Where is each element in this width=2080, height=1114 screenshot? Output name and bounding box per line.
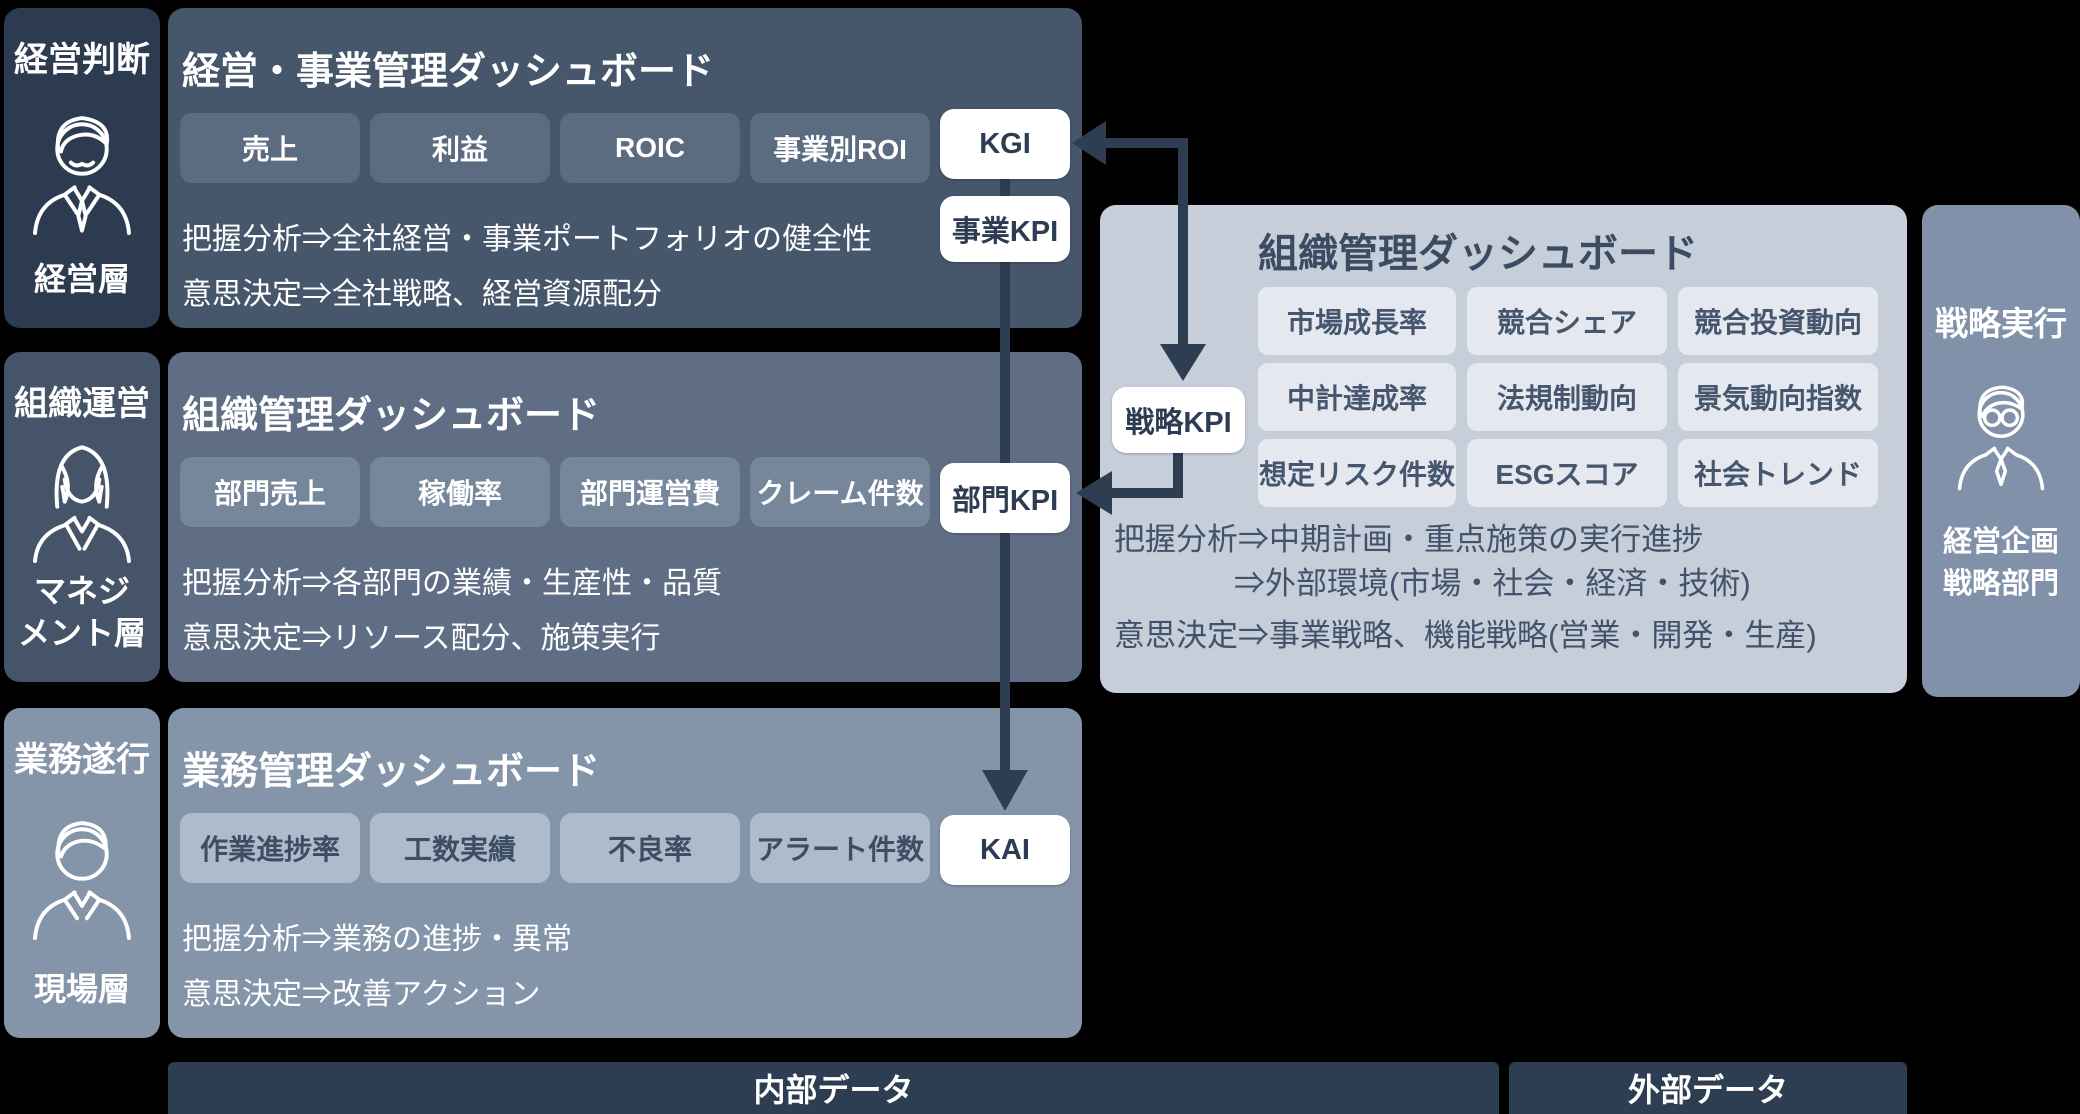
metric-chip: クレーム件数 xyxy=(750,457,930,527)
internal-data-bar: 内部データ xyxy=(168,1062,1499,1114)
stage-block-organization-operation: 組織運営 マネジ メント層 xyxy=(4,352,160,682)
role-label: 経営層 xyxy=(33,261,130,297)
worker-avatar-icon xyxy=(33,820,131,940)
metric-chip: 競合シェア xyxy=(1467,287,1667,355)
metric-chip: 市場成長率 xyxy=(1258,287,1456,355)
stage-label: 経営判断 xyxy=(14,41,150,79)
decision-line: 意思決定⇒事業戦略、機能戦略(営業・開発・生産) xyxy=(1114,618,1817,653)
metric-chip: ROIC xyxy=(560,113,740,183)
metric-chip: 部門運営費 xyxy=(560,457,740,527)
management-business-dashboard-box: 経営・事業管理ダッシュボード 売上 利益 ROIC 事業別ROI 把握分析⇒全社… xyxy=(168,8,1082,328)
analysis-line: 把握分析⇒業務の進捗・異常 xyxy=(182,923,572,956)
stage-label: 組織運営 xyxy=(14,385,150,423)
panel-title: 組織管理ダッシュボード xyxy=(1258,232,1698,276)
metric-chip: 利益 xyxy=(370,113,550,183)
metric-chip: 景気動向指数 xyxy=(1678,363,1878,431)
metric-chip: 不良率 xyxy=(560,813,740,883)
kai-chip: KAI xyxy=(940,815,1070,885)
strategy-execution-column: 戦略実行 経営企画 戦略部門 xyxy=(1922,205,2080,697)
metric-chip: 中計達成率 xyxy=(1258,363,1456,431)
manager-avatar-icon xyxy=(33,444,131,563)
stage-label: 戦略実行 xyxy=(1935,305,2067,342)
metric-chip: ESGスコア xyxy=(1467,439,1667,507)
kgi-chip: KGI xyxy=(940,109,1070,179)
dashboard-title: 業務管理ダッシュボード xyxy=(182,751,601,793)
metric-chip: 事業別ROI xyxy=(750,113,930,183)
metric-chip: 作業進捗率 xyxy=(180,813,360,883)
decision-line: 意思決定⇒全社戦略、経営資源配分 xyxy=(182,278,662,311)
dashboard-title: 経営・事業管理ダッシュボード xyxy=(182,51,715,93)
operations-dashboard-box: 業務管理ダッシュボード 作業進捗率 工数実績 不良率 アラート件数 把握分析⇒業… xyxy=(168,708,1082,1038)
metric-chip: アラート件数 xyxy=(750,813,930,883)
metric-chip: 想定リスク件数 xyxy=(1258,439,1456,507)
role-label: マネジ メント層 xyxy=(17,573,146,651)
business-kpi-chip: 事業KPI xyxy=(940,196,1070,262)
metric-chip: 稼働率 xyxy=(370,457,550,527)
department-label: 経営企画 戦略部門 xyxy=(1942,526,2059,600)
metric-chip: 部門売上 xyxy=(180,457,360,527)
decision-line: 意思決定⇒改善アクション xyxy=(182,978,541,1011)
metric-chip: 法規制動向 xyxy=(1467,363,1667,431)
organization-management-panel: 組織管理ダッシュボード 市場成長率 競合シェア 競合投資動向 中計達成率 法規制… xyxy=(1100,205,1907,693)
planner-avatar-icon xyxy=(1957,385,2045,491)
stage-block-task-execution: 業務遂行 現場層 xyxy=(4,708,160,1038)
dashboard-title: 組織管理ダッシュボード xyxy=(182,395,601,437)
stage-label: 業務遂行 xyxy=(14,741,150,779)
analysis-line: 把握分析⇒全社経営・事業ポートフォリオの健全性 xyxy=(182,223,872,256)
stage-block-management-decision: 経営判断 経営層 xyxy=(4,8,160,328)
analysis-line-continued: ⇒外部環境(市場・社会・経済・技術) xyxy=(1234,566,1751,601)
executive-avatar-icon xyxy=(33,115,131,235)
strategy-kpi-chip: 戦略KPI xyxy=(1112,387,1245,453)
analysis-line: 把握分析⇒各部門の業績・生産性・品質 xyxy=(182,567,722,600)
analysis-line: 把握分析⇒中期計画・重点施策の実行進捗 xyxy=(1114,522,1703,557)
metric-chip: 社会トレンド xyxy=(1678,439,1878,507)
external-data-bar: 外部データ xyxy=(1509,1062,1907,1114)
metric-chip: 競合投資動向 xyxy=(1678,287,1878,355)
department-kpi-chip: 部門KPI xyxy=(940,463,1070,533)
metric-chip: 工数実績 xyxy=(370,813,550,883)
organization-dashboard-box: 組織管理ダッシュボード 部門売上 稼働率 部門運営費 クレーム件数 把握分析⇒各… xyxy=(168,352,1082,682)
decision-line: 意思決定⇒リソース配分、施策実行 xyxy=(182,622,661,655)
role-label: 現場層 xyxy=(33,971,130,1007)
metric-chip: 売上 xyxy=(180,113,360,183)
